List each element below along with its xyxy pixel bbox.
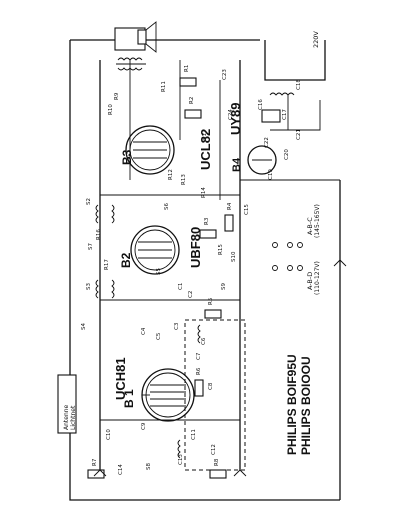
component-ref-c1: C1 xyxy=(178,283,184,290)
component-ref-s9: S9 xyxy=(221,283,227,290)
oscillator-section xyxy=(177,319,246,471)
voltage-abc-range: (145-165V) xyxy=(314,204,321,238)
component-ref-r3: R3 xyxy=(204,217,210,225)
component-ref-s2: S2 xyxy=(86,198,92,205)
component-ref-c4: C4 xyxy=(141,327,147,335)
component-ref-s6: S6 xyxy=(164,203,170,210)
component-ref-s4: S4 xyxy=(81,323,87,330)
tube-b4-type: UY89 xyxy=(228,102,243,135)
component-ref-c15: C15 xyxy=(244,204,250,215)
tube-b1 xyxy=(141,368,195,422)
title-line-1: PHILIPS BOIF95U xyxy=(285,354,299,455)
component-ref-c13: C13 xyxy=(178,454,184,465)
component-ref-c12: C12 xyxy=(211,444,217,455)
voltage-abc-label: A-B-C xyxy=(306,217,314,235)
component-ref-c6: C6 xyxy=(201,337,207,345)
component-ref-r2: R2 xyxy=(189,97,195,104)
component-ref-s8: S8 xyxy=(146,463,152,470)
mains-voltage-label: 220V xyxy=(312,31,320,48)
component-ref-r15: R15 xyxy=(218,244,224,255)
supply-rails xyxy=(99,60,340,470)
component-ref-s7: S7 xyxy=(88,243,94,250)
component-ref-s5: S5 xyxy=(156,268,162,275)
loudspeaker-icon xyxy=(137,21,157,53)
component-ref-c20: C20 xyxy=(284,149,290,160)
component-ref-r4: R4 xyxy=(227,202,233,210)
component-ref-r5: R5 xyxy=(208,297,214,305)
component-ref-c5: C5 xyxy=(156,332,162,340)
component-ref-r8: R8 xyxy=(214,458,220,466)
component-ref-c16: C16 xyxy=(258,99,264,110)
component-ref-s1: S1 xyxy=(202,133,208,140)
antenna-box xyxy=(57,374,77,434)
component-ref-r11: R11 xyxy=(161,81,167,92)
voltage-selector-switch xyxy=(272,242,303,271)
tube-b3-label: B3 xyxy=(120,149,134,165)
component-ref-c24: C24 xyxy=(228,109,234,120)
component-ref-r10: R10 xyxy=(108,104,114,115)
component-ref-r12: R12 xyxy=(168,169,174,180)
component-ref-r7: R7 xyxy=(92,458,98,466)
tube-b1-type: UCH81 xyxy=(113,357,128,400)
component-ref-s3: S3 xyxy=(86,283,92,290)
tube-b2-type: UBF80 xyxy=(188,227,203,268)
component-ref-s10: S10 xyxy=(231,251,237,262)
component-ref-c18: C18 xyxy=(296,79,302,90)
antenna-label: Antenne xyxy=(63,404,70,430)
component-ref-r9: R9 xyxy=(114,92,120,100)
component-ref-r17: R17 xyxy=(104,259,110,270)
lichtnet-label: Lichtnet xyxy=(70,405,77,430)
component-ref-c3: C3 xyxy=(174,322,180,330)
component-ref-c14: C14 xyxy=(118,464,124,475)
mains-section xyxy=(261,40,326,131)
tube-b2 xyxy=(130,225,180,275)
component-ref-c2: C2 xyxy=(188,291,194,298)
component-ref-r14: R14 xyxy=(201,187,207,198)
chassis-outline xyxy=(69,39,341,501)
if-transformer-2 xyxy=(95,204,115,224)
ground-symbols xyxy=(93,259,347,477)
if-transformer-1 xyxy=(95,279,115,299)
component-ref-c22: C22 xyxy=(264,137,270,148)
component-ref-c17: C17 xyxy=(282,109,288,120)
tube-b4-label: B4 xyxy=(231,157,243,172)
component-ref-c11: C11 xyxy=(191,429,197,440)
component-ref-c10: C10 xyxy=(106,429,112,440)
component-ref-c8: C8 xyxy=(208,382,214,390)
tube-b3-type: UCL82 xyxy=(198,129,213,170)
voltage-abd-label: A-B-D xyxy=(306,272,314,290)
component-ref-r6: R6 xyxy=(196,367,202,375)
component-ref-r1: R1 xyxy=(184,65,190,72)
component-ref-r13: R13 xyxy=(181,174,187,185)
component-ref-c19: C19 xyxy=(268,169,274,180)
title-line-2: PHILIPS BOIOOU xyxy=(299,356,313,455)
component-ref-c21: C21 xyxy=(296,129,302,140)
voltage-abd-range: (110-127V) xyxy=(314,261,321,295)
tube-b3 xyxy=(125,125,175,175)
tube-b4 xyxy=(247,145,277,175)
tube-b2-label: B2 xyxy=(119,252,133,268)
tube-b1-label: B 1 xyxy=(122,389,136,408)
component-ref-c23: C23 xyxy=(222,69,228,80)
component-ref-c9: C9 xyxy=(141,422,147,430)
component-ref-c7: C7 xyxy=(196,352,202,360)
component-ref-r16: R16 xyxy=(96,229,102,240)
